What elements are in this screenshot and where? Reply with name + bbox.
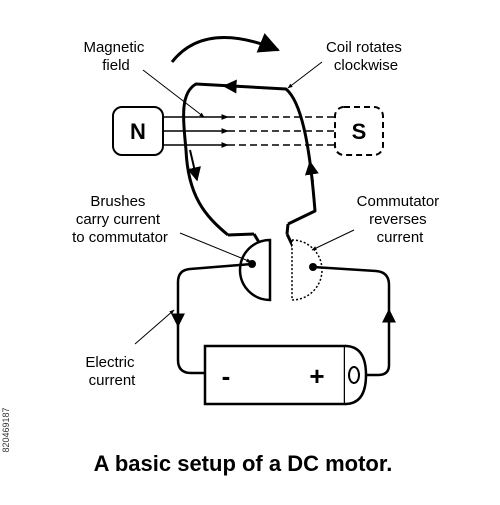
south-pole-label: S — [352, 119, 367, 144]
north-pole-label: N — [130, 119, 146, 144]
coil-arrow-left — [187, 149, 201, 182]
battery: - + — [203, 344, 368, 406]
electric-current-label: Electric current — [85, 354, 138, 389]
side-id: 820469187 — [1, 407, 11, 452]
pointer-lines — [134, 61, 355, 345]
coil-arrow-top — [222, 79, 249, 94]
caption: A basic setup of a DC motor. — [94, 451, 393, 476]
field-lines-back — [228, 116, 335, 146]
magnetic-field-label: Magnetic field — [83, 39, 148, 74]
commutator-left-half — [238, 238, 272, 302]
rotation-arrow — [170, 33, 280, 63]
north-magnet: N — [112, 106, 164, 156]
brushes-label: Brushes carry current to commutator — [72, 193, 168, 246]
commutator-label: Commutator reverses current — [357, 193, 444, 246]
south-magnet: S — [334, 106, 384, 156]
commutator-right-half — [291, 239, 323, 301]
coil — [182, 82, 317, 237]
field-lines-front — [163, 114, 229, 148]
battery-positive-label: + — [309, 361, 324, 391]
coil-rotates-label: Coil rotates clockwise — [326, 39, 406, 74]
coil-arrow-right — [304, 160, 319, 183]
battery-negative-label: - — [222, 361, 231, 391]
